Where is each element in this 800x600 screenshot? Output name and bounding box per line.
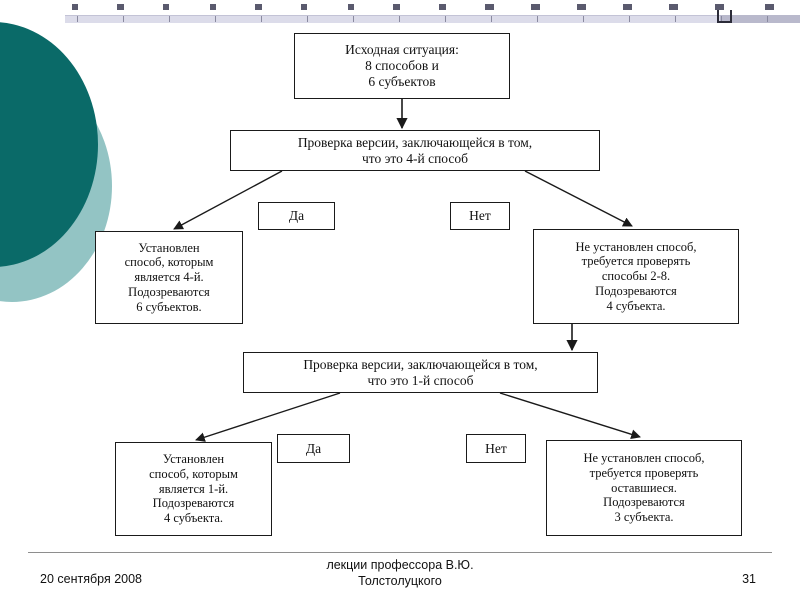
edge-label-yes-1[interactable]: Да [258, 202, 335, 230]
footer-center-text: лекции профессора В.Ю. Толстолуцкого [326, 558, 474, 588]
document-ruler[interactable] [65, 4, 800, 23]
slide-footer: 20 сентября 2008 лекции профессора В.Ю. … [0, 556, 800, 596]
edge-label-yes-2[interactable]: Да [277, 434, 350, 463]
flow-node-result-2[interactable]: Не установлен способ, требуется проверят… [533, 229, 739, 324]
flowchart-connectors [173, 99, 641, 442]
tab-stop-icon[interactable] [717, 10, 732, 23]
flow-node-result-1[interactable]: Установлен способ, которым является 4-й.… [95, 231, 243, 324]
flowchart: Исходная ситуация: 8 способов и 6 субъек… [95, 33, 742, 536]
ruler-band-shaded [720, 15, 800, 23]
edge-label-no-2[interactable]: Нет [466, 434, 526, 463]
flow-node-result-4[interactable]: Не установлен способ, требуется проверят… [546, 440, 742, 536]
ruler-band [65, 15, 800, 23]
flow-node-result-3[interactable]: Установлен способ, которым является 1-й.… [115, 442, 272, 536]
edge-label-no-1[interactable]: Нет [450, 202, 510, 230]
footer-divider [28, 552, 772, 553]
flow-node-decision-1[interactable]: Проверка версии, заключающейся в том, чт… [230, 130, 600, 171]
footer-page-number: 31 [742, 572, 756, 586]
footer-date: 20 сентября 2008 [40, 572, 142, 586]
flow-node-start[interactable]: Исходная ситуация: 8 способов и 6 субъек… [294, 33, 510, 99]
flow-node-decision-2[interactable]: Проверка версии, заключающейся в том, чт… [243, 352, 598, 393]
